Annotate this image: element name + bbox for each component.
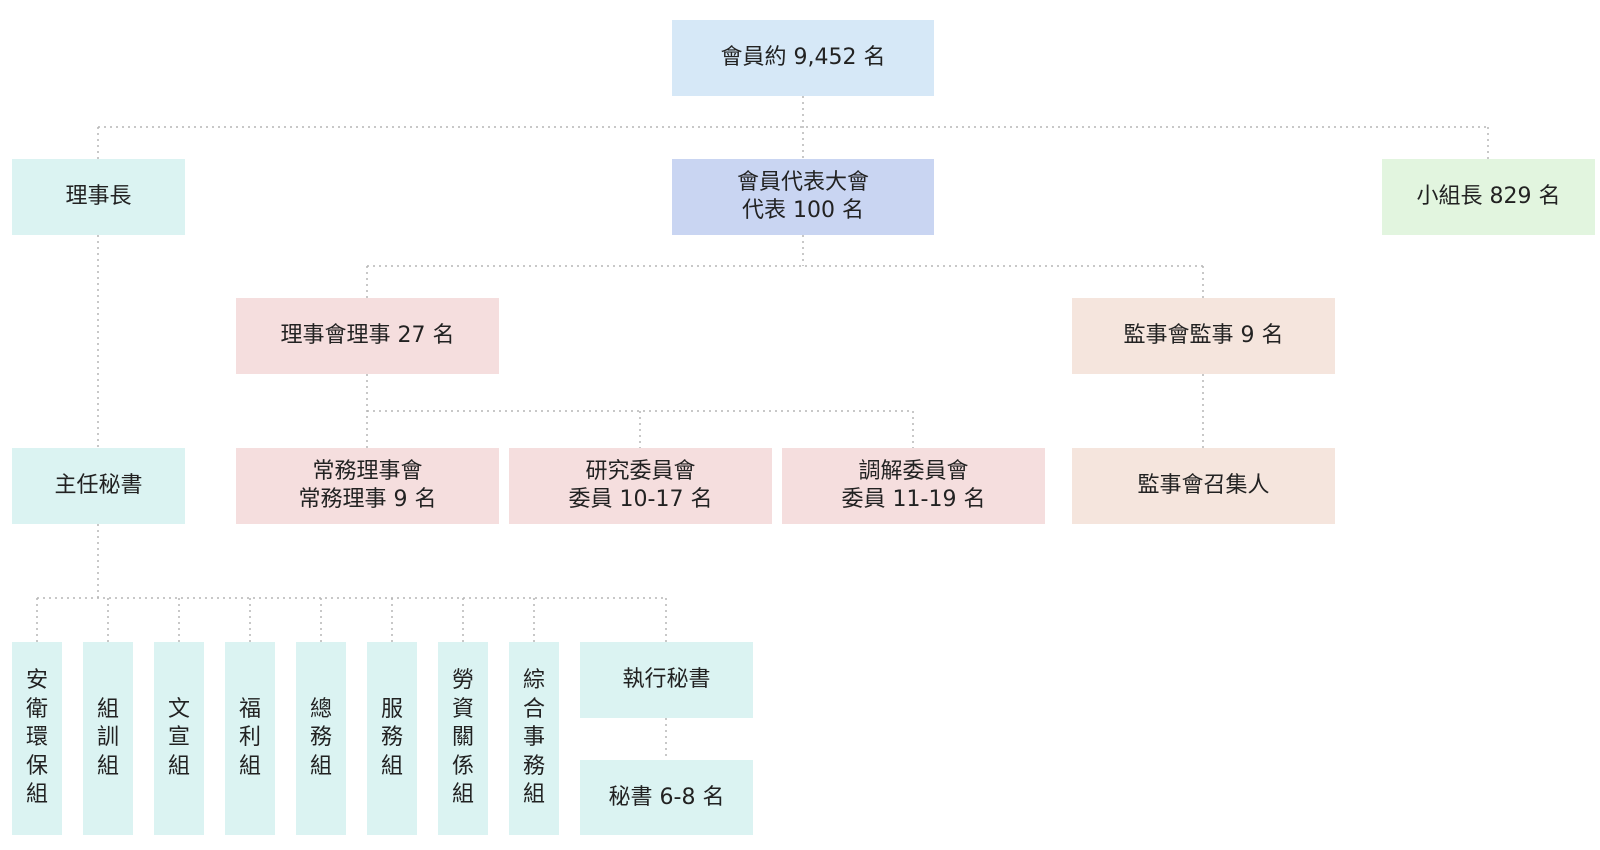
service-char: 服	[380, 696, 403, 722]
node-welfare-group: 福 利 組	[225, 642, 275, 835]
labor-relations-char: 組	[451, 782, 474, 808]
standing-board-title: 常務理事會	[312, 459, 423, 484]
node-safety-env-group: 安 衛 環 保 組	[12, 642, 62, 835]
group-leaders-label: 小組長 829 名	[1416, 184, 1561, 209]
node-mediation-committee: 調解委員會 委員 11-19 名	[782, 448, 1045, 524]
labor-relations-char: 勞	[451, 668, 474, 694]
org-training-char: 訓	[96, 725, 119, 751]
node-supervisors: 監事會監事 9 名	[1072, 298, 1335, 374]
general-affairs-char: 組	[309, 753, 332, 779]
congress-count: 代表 100 名	[742, 198, 864, 223]
admin-affairs-char: 合	[522, 696, 545, 722]
safety-env-char: 安	[25, 668, 48, 694]
supervisors-label: 監事會監事 9 名	[1123, 323, 1284, 348]
node-standing-board: 常務理事會 常務理事 9 名	[236, 448, 499, 524]
labor-relations-char: 係	[451, 753, 474, 779]
node-research-committee: 研究委員會 委員 10-17 名	[509, 448, 772, 524]
node-members: 會員約 9,452 名	[672, 20, 934, 96]
standing-board-count: 常務理事 9 名	[298, 487, 437, 512]
org-training-char: 組	[96, 753, 119, 779]
safety-env-char: 組	[25, 782, 48, 808]
safety-env-char: 環	[25, 725, 48, 751]
node-group-leaders: 小組長 829 名	[1382, 159, 1595, 235]
board-label: 理事會理事 27 名	[280, 323, 455, 348]
general-affairs-char: 總	[309, 696, 332, 722]
exec-secretary-label: 執行秘書	[622, 667, 711, 692]
node-admin-affairs-group: 綜 合 事 務 組	[509, 642, 559, 835]
welfare-char: 福	[238, 696, 261, 722]
admin-affairs-char: 事	[522, 725, 545, 751]
safety-env-char: 衛	[25, 696, 48, 722]
welfare-char: 組	[238, 753, 261, 779]
publicity-char: 組	[167, 753, 190, 779]
members-label: 會員約 9,452 名	[720, 45, 886, 70]
welfare-char: 利	[238, 725, 261, 751]
node-org-training-group: 組 訓 組	[83, 642, 133, 835]
service-char: 組	[380, 753, 403, 779]
secretaries-label: 秘書 6-8 名	[608, 784, 725, 810]
node-chairman: 理事長	[12, 159, 185, 235]
general-affairs-char: 務	[309, 725, 332, 751]
node-chief-secretary: 主任秘書	[12, 448, 185, 524]
admin-affairs-char: 綜	[522, 668, 545, 694]
node-service-group: 服 務 組	[367, 642, 417, 835]
chief-secretary-label: 主任秘書	[54, 473, 143, 498]
supervisor-convener-label: 監事會召集人	[1137, 473, 1270, 498]
node-board: 理事會理事 27 名	[236, 298, 499, 374]
admin-affairs-char: 務	[522, 753, 545, 779]
node-exec-secretary: 執行秘書	[580, 642, 753, 718]
mediation-committee-title: 調解委員會	[858, 459, 969, 484]
labor-relations-char: 資	[451, 696, 474, 722]
labor-relations-char: 關	[451, 725, 474, 751]
mediation-committee-count: 委員 11-19 名	[841, 487, 986, 512]
research-committee-count: 委員 10-17 名	[568, 487, 713, 512]
org-training-char: 組	[96, 696, 119, 722]
publicity-char: 文	[167, 696, 190, 722]
chairman-label: 理事長	[65, 184, 132, 209]
node-congress: 會員代表大會 代表 100 名	[672, 159, 934, 235]
safety-env-char: 保	[25, 753, 48, 779]
node-secretaries: 秘書 6-8 名	[580, 760, 753, 835]
admin-affairs-char: 組	[522, 782, 545, 808]
node-labor-relations-group: 勞 資 關 係 組	[438, 642, 488, 835]
node-publicity-group: 文 宣 組	[154, 642, 204, 835]
publicity-char: 宣	[167, 725, 190, 751]
node-supervisor-convener: 監事會召集人	[1072, 448, 1335, 524]
research-committee-title: 研究委員會	[585, 459, 696, 484]
node-general-affairs-group: 總 務 組	[296, 642, 346, 835]
congress-title: 會員代表大會	[736, 170, 869, 195]
service-char: 務	[380, 725, 403, 751]
